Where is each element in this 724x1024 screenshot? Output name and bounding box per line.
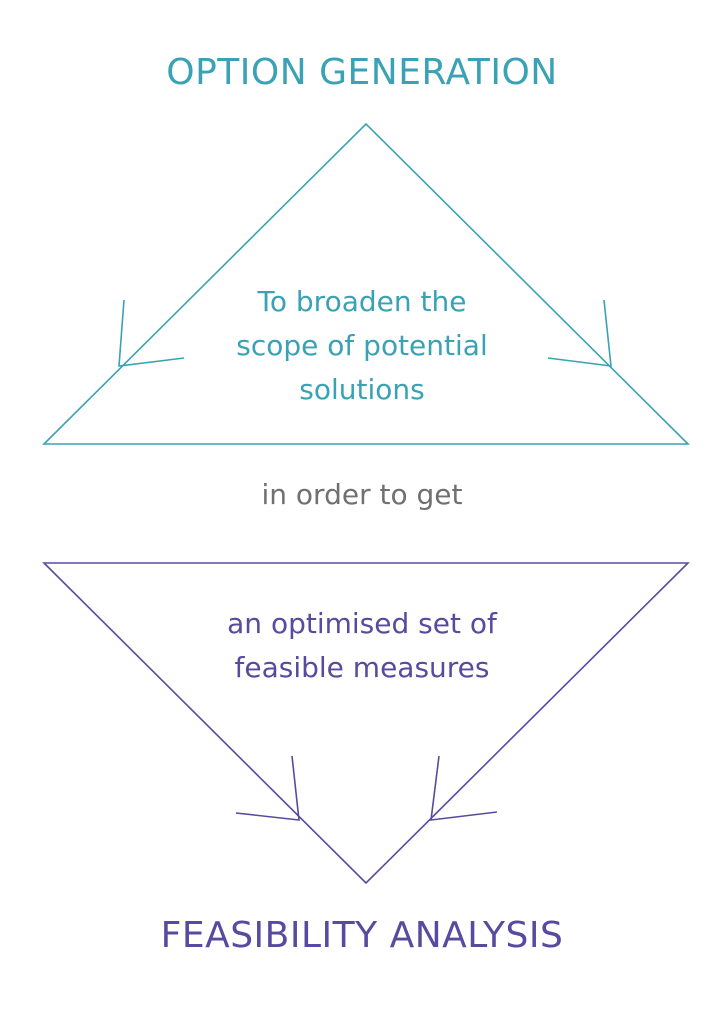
description-line: To broaden the: [257, 285, 467, 318]
downward-triangle-outline: [42, 562, 690, 885]
description-line: solutions: [299, 373, 425, 406]
left-arrow-head: [118, 299, 185, 367]
right-arrow-head: [547, 299, 612, 367]
option-generation-heading: OPTION GENERATION: [166, 52, 558, 93]
upward-triangle-outline: [42, 122, 690, 445]
downward-triangle: [42, 562, 690, 885]
left-arrow-head: [235, 755, 300, 821]
upward-triangle: [42, 122, 690, 445]
description-line: scope of potential: [236, 329, 488, 362]
feasibility-description: an optimised set of feasible measures: [0, 602, 724, 690]
connector-text: in order to get: [261, 478, 463, 511]
option-generation-description: To broaden the scope of potential soluti…: [0, 280, 724, 412]
description-line: an optimised set of: [227, 607, 497, 640]
description-line: feasible measures: [234, 651, 490, 684]
feasibility-analysis-heading: FEASIBILITY ANALYSIS: [160, 915, 564, 956]
right-arrow-head: [430, 755, 498, 821]
